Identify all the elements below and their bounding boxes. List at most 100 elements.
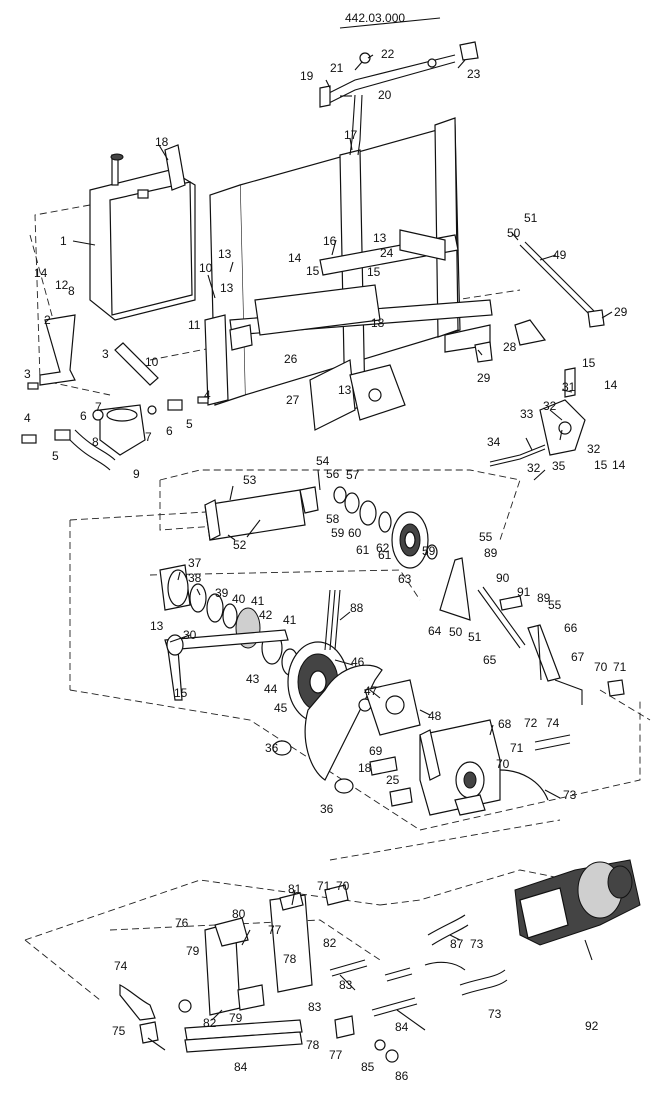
part-label: 81 — [288, 882, 302, 896]
part-label: 28 — [503, 340, 517, 354]
part-label: 71 — [613, 660, 627, 674]
part-label: 15 — [306, 264, 320, 278]
part-label: 51 — [524, 211, 538, 225]
part-label: 16 — [323, 234, 337, 248]
part-label: 9 — [133, 467, 140, 481]
part-label: 73 — [470, 937, 484, 951]
part-label: 82 — [323, 936, 337, 950]
part-label: 55 — [479, 530, 493, 544]
part-label: 73 — [563, 788, 577, 802]
part-label: 78 — [306, 1038, 320, 1052]
part-label: 17 — [344, 128, 358, 142]
part-label: 44 — [264, 682, 278, 696]
part-label: 79 — [229, 1011, 243, 1025]
part-label: 45 — [274, 701, 288, 715]
part-label: 6 — [166, 424, 173, 438]
part-label: 61 — [356, 543, 370, 557]
part-label: 39 — [215, 586, 229, 600]
part-label: 71 — [317, 879, 331, 893]
part-label: 14 — [612, 458, 626, 472]
part-label: 3 — [24, 367, 31, 381]
bearing-stack — [159, 564, 299, 676]
part-label: 10 — [145, 355, 159, 369]
part-label: 1 — [60, 234, 67, 248]
part-label: 32 — [543, 399, 557, 413]
part-label: 13 — [220, 281, 234, 295]
part-label: 46 — [351, 655, 365, 669]
part-label: 77 — [329, 1048, 343, 1062]
part-label: 41 — [283, 613, 297, 627]
part-label: 92 — [585, 1019, 599, 1033]
part-label: 34 — [487, 435, 501, 449]
pulley-belt — [272, 589, 421, 794]
part-label: 75 — [112, 1024, 126, 1038]
part-label: 53 — [243, 473, 257, 487]
part-label: 40 — [232, 592, 246, 606]
part-label: 82 — [203, 1016, 217, 1030]
part-label: 41 — [251, 594, 265, 608]
part-label: 35 — [552, 459, 566, 473]
part-label: 52 — [233, 538, 247, 552]
part-label: 62 — [376, 541, 390, 555]
part-label: 24 — [380, 246, 394, 260]
part-label: 85 — [361, 1060, 375, 1074]
part-label: 15 — [174, 686, 188, 700]
part-label: 18 — [155, 135, 169, 149]
part-label: 2 — [44, 313, 51, 327]
part-label: 42 — [259, 608, 273, 622]
part-label: 13 — [373, 231, 387, 245]
part-label: 50 — [507, 226, 521, 240]
part-label: 30 — [183, 628, 197, 642]
part-label: 10 — [199, 261, 213, 275]
part-label: 51 — [468, 630, 482, 644]
part-label: 74 — [114, 959, 128, 973]
part-label: 19 — [300, 69, 314, 83]
part-label: 18 — [371, 316, 385, 330]
part-label: 48 — [428, 709, 442, 723]
part-label: 14 — [604, 378, 618, 392]
part-label: 89 — [537, 591, 551, 605]
part-label: 36 — [265, 741, 279, 755]
part-label: 50 — [449, 625, 463, 639]
part-label: 23 — [467, 67, 481, 81]
lever-assembly — [439, 557, 625, 705]
hydraulic-motor — [514, 859, 641, 946]
part-label: 7 — [145, 430, 152, 444]
part-label: 84 — [234, 1060, 248, 1074]
title-underline — [339, 17, 441, 29]
part-label: 22 — [381, 47, 395, 61]
part-label: 13 — [338, 383, 352, 397]
part-label: 13 — [150, 619, 164, 633]
part-label: 66 — [564, 621, 578, 635]
part-label: 14 — [34, 266, 48, 280]
part-label: 4 — [204, 388, 211, 402]
part-label: 77 — [268, 923, 282, 937]
part-label: 61 — [378, 548, 392, 562]
part-label: 15 — [367, 265, 381, 279]
part-label: 33 — [520, 407, 534, 421]
part-label: 56 — [326, 467, 340, 481]
part-label: 36 — [320, 802, 334, 816]
part-label: 29 — [477, 371, 491, 385]
part-label: 49 — [553, 248, 567, 262]
part-label: 5 — [52, 449, 59, 463]
part-label: 31 — [562, 380, 576, 394]
part-label: 79 — [186, 944, 200, 958]
part-label: 73 — [488, 1007, 502, 1021]
part-label: 12 — [55, 278, 69, 292]
part-label: 15 — [594, 458, 608, 472]
part-label: 20 — [378, 88, 392, 102]
part-label: 13 — [218, 247, 232, 261]
part-label: 38 — [188, 571, 202, 585]
part-label: 84 — [395, 1020, 409, 1034]
fuel-line-top — [319, 41, 479, 156]
part-label: 27 — [286, 393, 300, 407]
part-label: 63 — [398, 572, 412, 586]
part-label: 80 — [232, 907, 246, 921]
assembly-number: 442.03.000 — [345, 11, 405, 25]
part-label: 14 — [288, 251, 302, 265]
part-label: 87 — [450, 937, 464, 951]
left-brackets — [21, 314, 209, 471]
shaft-assembly — [204, 486, 438, 569]
part-label: 21 — [330, 61, 344, 75]
